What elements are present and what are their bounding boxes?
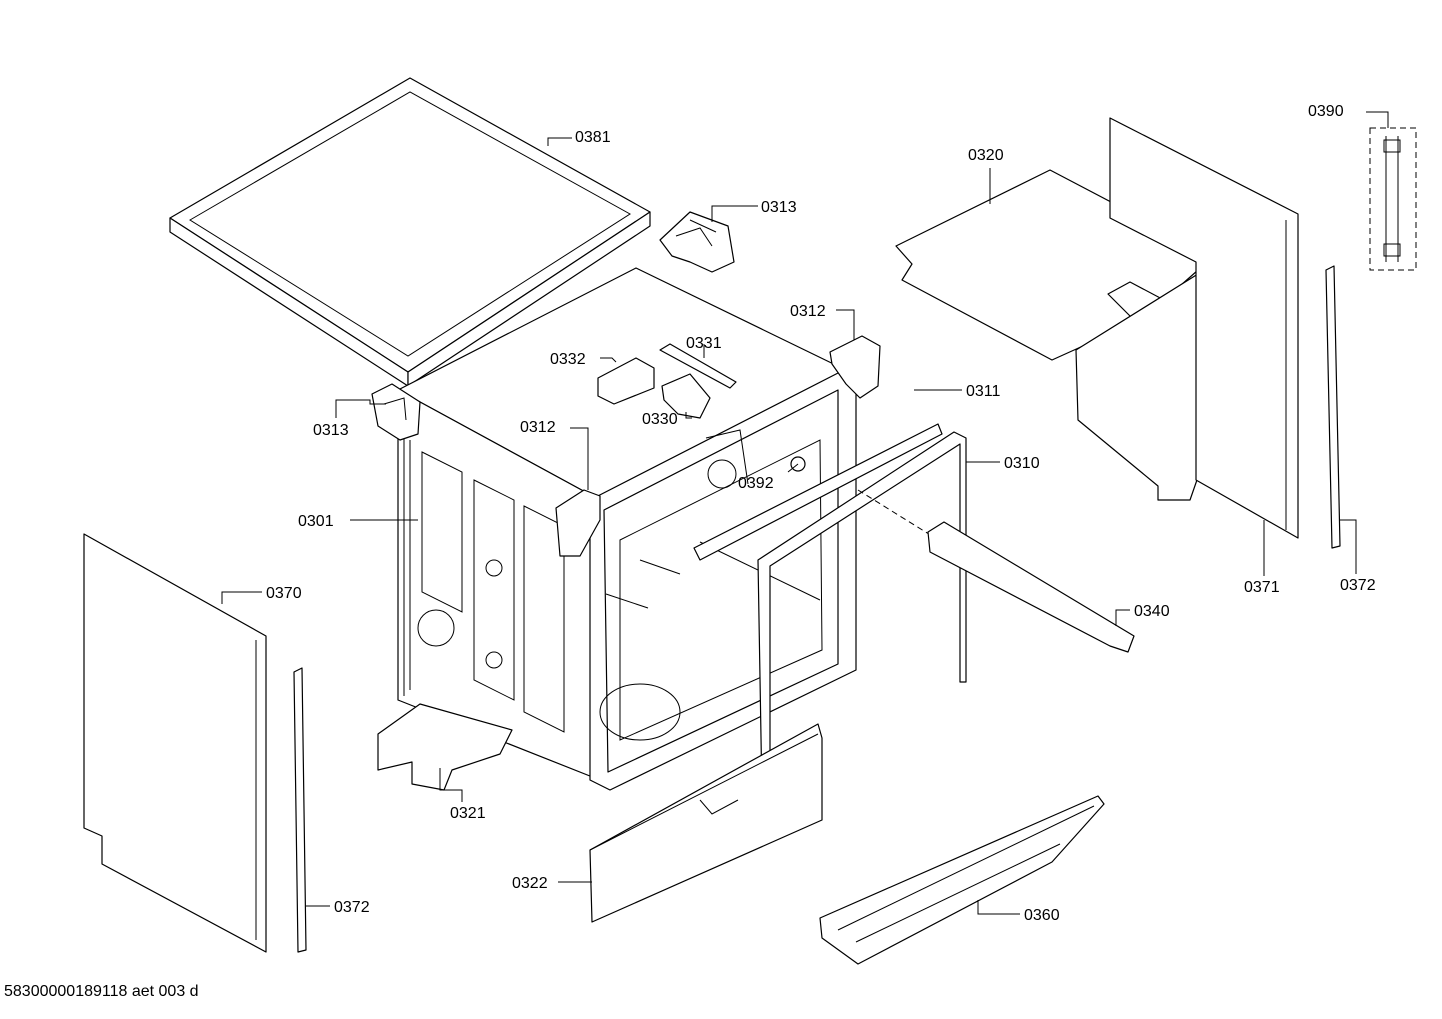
part-0312-bracket-front — [555, 489, 601, 557]
part-0332-latch — [597, 357, 655, 405]
label-0311: 0311 — [966, 383, 1001, 400]
callout-labels: 0381 0313 0313 0320 0390 0312 0312 0331 … — [266, 103, 1376, 924]
part-0370-side-panel-left — [83, 533, 267, 953]
label-0313-top: 0313 — [761, 199, 797, 216]
label-0372-right: 0372 — [1340, 577, 1376, 594]
part-0313-bracket-top — [659, 211, 735, 273]
part-0322-front-block — [589, 723, 823, 923]
part-0372-trim-right — [1325, 265, 1341, 549]
label-0340: 0340 — [1134, 603, 1170, 620]
label-0371: 0371 — [1244, 579, 1280, 596]
label-0330: 0330 — [642, 411, 678, 428]
part-0371-side-panel-right — [1109, 117, 1299, 539]
part-0360-bottom-cover — [819, 795, 1105, 965]
part-0381-top-cover — [169, 77, 651, 387]
label-0392: 0392 — [738, 475, 774, 492]
label-0301: 0301 — [298, 513, 334, 530]
part-0311-rail — [693, 423, 943, 561]
label-0390: 0390 — [1308, 103, 1344, 120]
label-0360: 0360 — [1024, 907, 1060, 924]
part-0340-bar — [927, 521, 1135, 653]
part-0390-hose-kit — [1369, 127, 1417, 271]
label-0312-front: 0312 — [520, 419, 556, 436]
label-0370: 0370 — [266, 585, 302, 602]
part-0330-lock — [661, 373, 711, 419]
label-0332: 0332 — [550, 351, 586, 368]
part-0312-bracket-right — [829, 335, 881, 399]
label-0321: 0321 — [450, 805, 486, 822]
part-0321-base-block — [377, 703, 513, 791]
drawing-id: 58300000189118 aet 003 d — [4, 983, 199, 1000]
part-0331-strip — [659, 343, 737, 389]
assembly-line — [857, 489, 933, 537]
label-0320: 0320 — [968, 147, 1004, 164]
label-0381: 0381 — [575, 129, 611, 146]
part-0372-trim-left — [293, 667, 307, 953]
label-0310: 0310 — [1004, 455, 1040, 472]
label-0312-right: 0312 — [790, 303, 826, 320]
label-0313-left: 0313 — [313, 422, 349, 439]
label-0331: 0331 — [686, 335, 722, 352]
part-0301-tub-body — [397, 267, 857, 791]
label-0322: 0322 — [512, 875, 548, 892]
part-0313-bracket-left — [371, 383, 421, 441]
label-0372-left: 0372 — [334, 899, 370, 916]
leader-lines — [221, 111, 1389, 915]
